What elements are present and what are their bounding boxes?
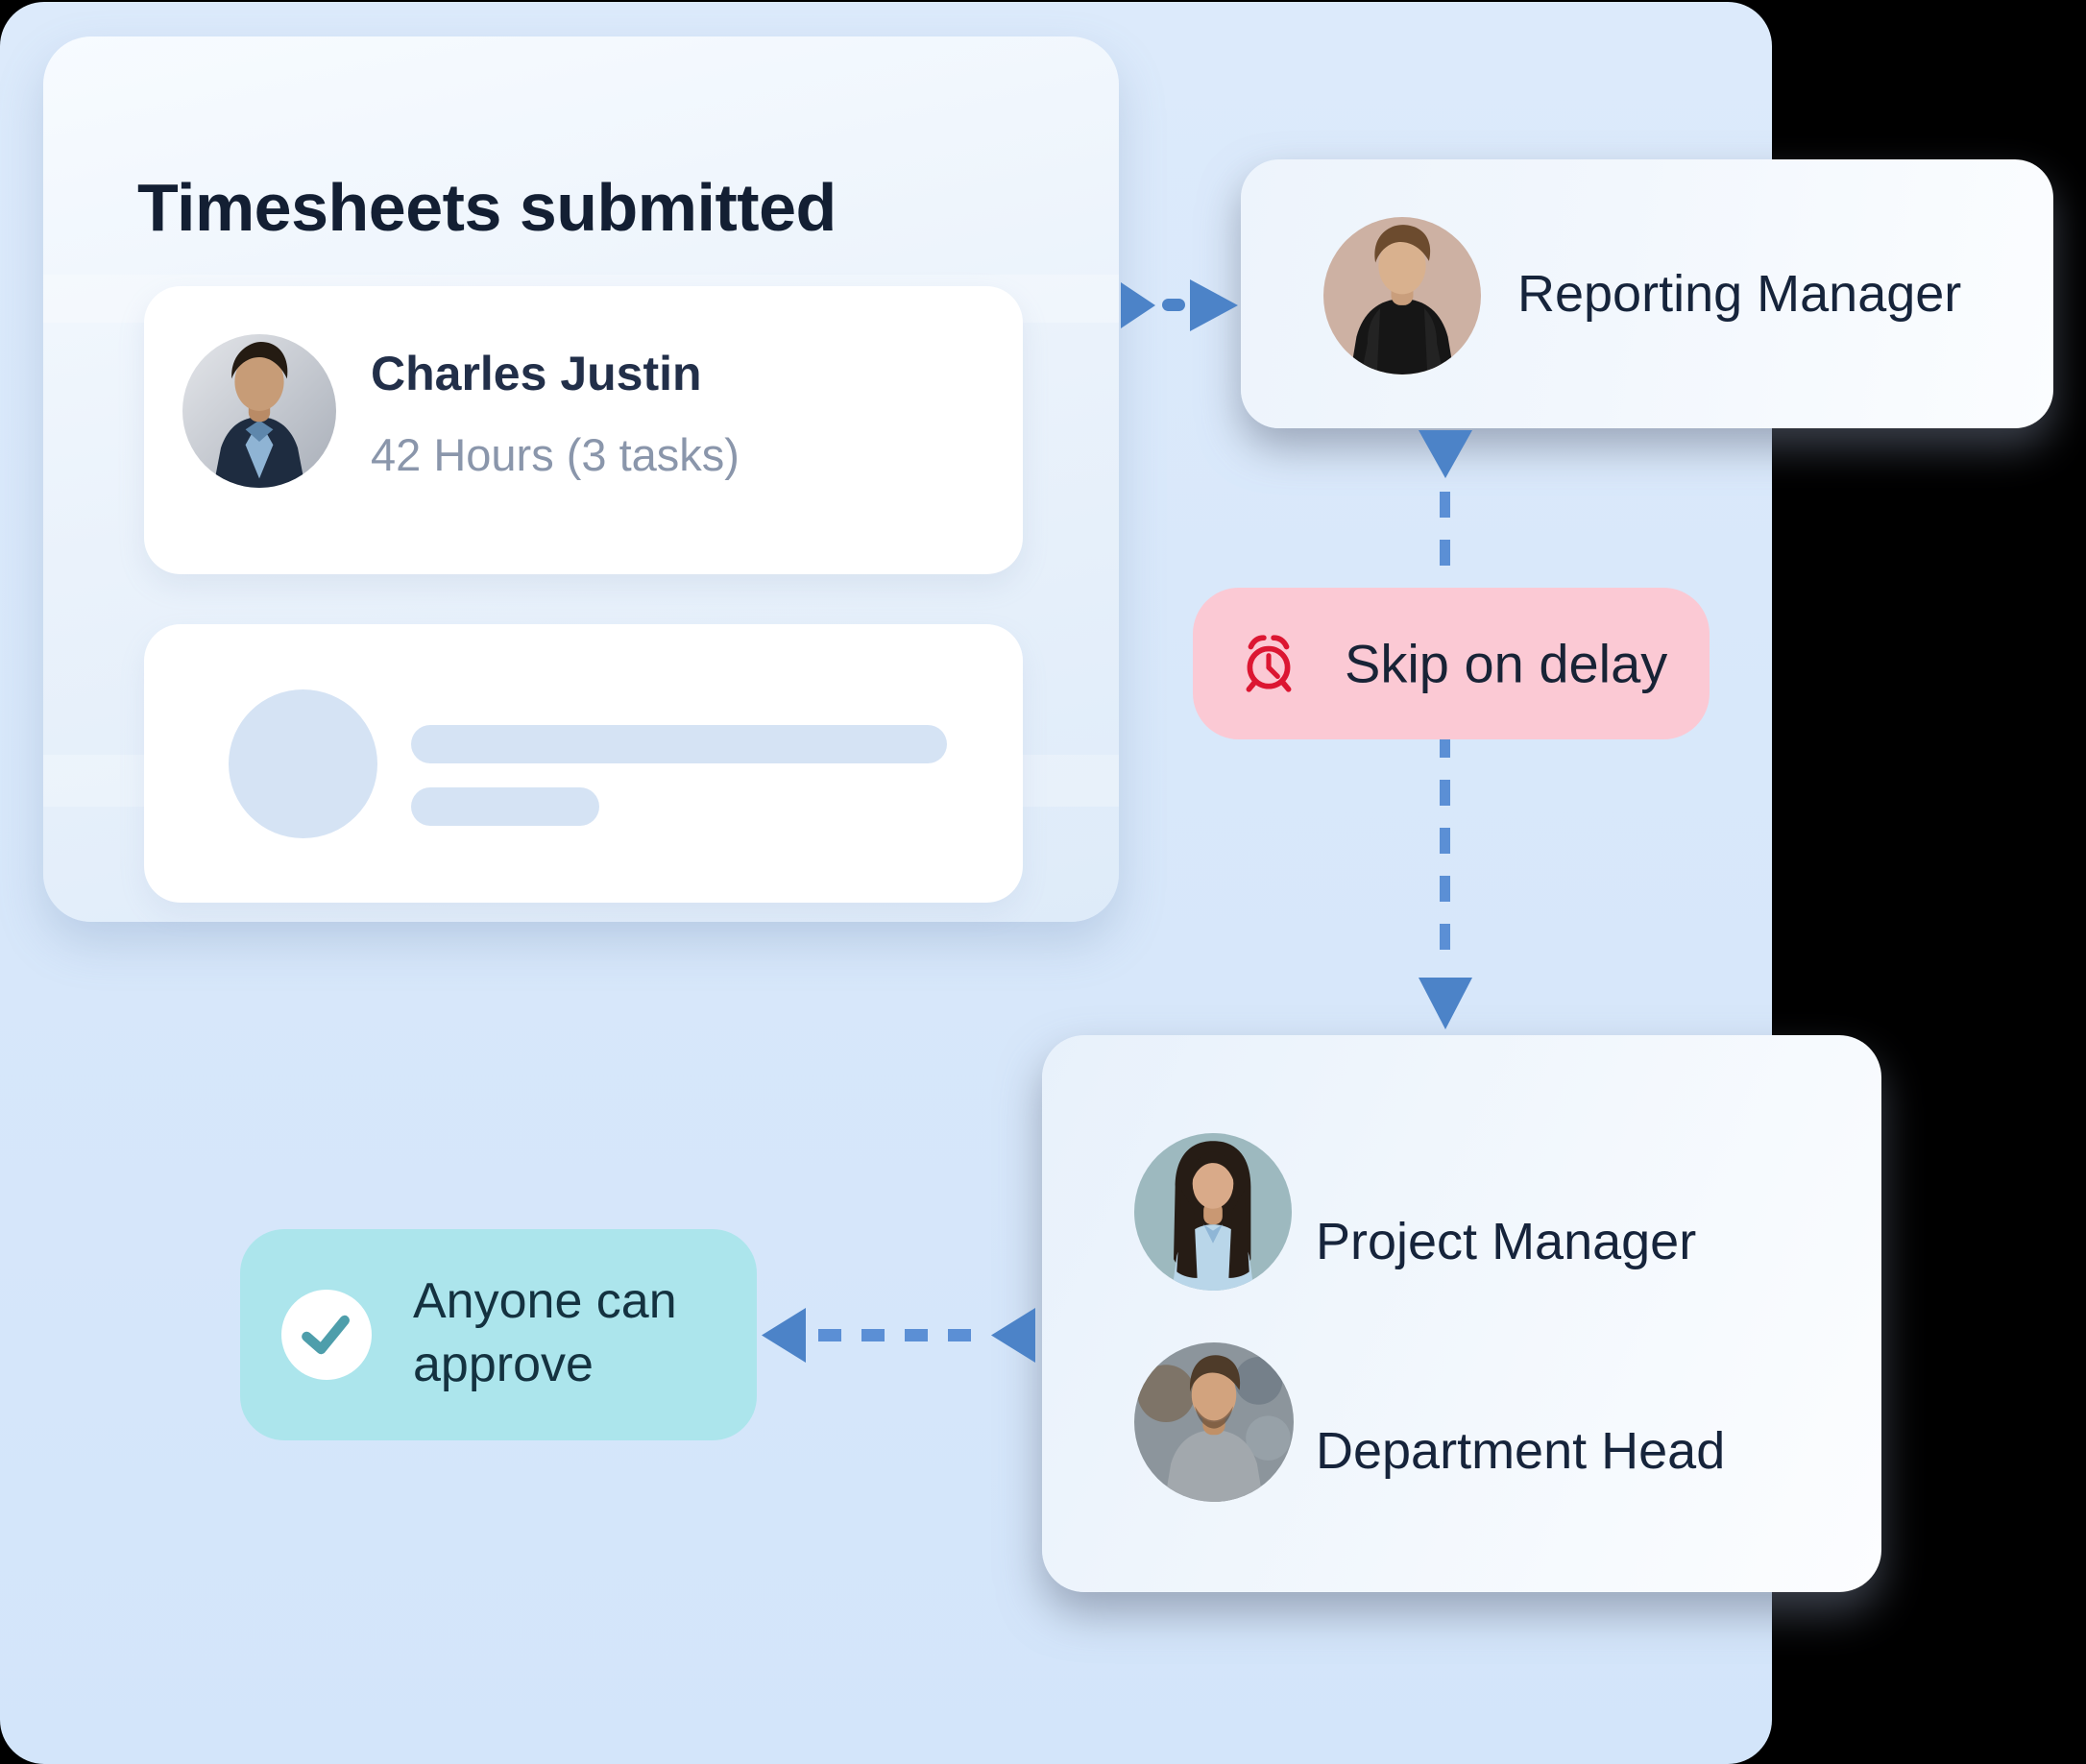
skeleton-avatar	[229, 689, 377, 838]
anyone-approve-line1: Anyone can	[413, 1273, 677, 1329]
skeleton-line-long	[411, 725, 947, 763]
avatar-department-head	[1134, 1342, 1294, 1502]
skip-delay-label: Skip on delay	[1345, 633, 1668, 694]
skeleton-line-short	[411, 787, 599, 826]
timesheet-panel: Timesheets submitted	[43, 36, 1119, 922]
approvers-card: Project Manager Department Head	[1042, 1035, 1881, 1592]
avatar-reporting-manager	[1323, 217, 1481, 375]
avatar-project-manager	[1134, 1133, 1292, 1291]
skeleton-card	[144, 624, 1023, 903]
employee-meta: 42 Hours (3 tasks)	[371, 429, 740, 480]
check-icon	[281, 1290, 372, 1380]
arrow-dash	[1162, 299, 1185, 311]
dashed-line-horizontal	[818, 1329, 983, 1341]
alarm-clock-icon	[1237, 632, 1300, 695]
department-head-label: Department Head	[1316, 1422, 1726, 1480]
project-manager-label: Project Manager	[1316, 1213, 1697, 1270]
avatar-charles-justin	[182, 334, 336, 488]
employee-card: Charles Justin 42 Hours (3 tasks)	[144, 286, 1023, 574]
panel-title: Timesheets submitted	[137, 170, 837, 245]
anyone-approve-label: Anyone can approve	[413, 1269, 677, 1396]
employee-name: Charles Justin	[371, 347, 702, 400]
anyone-approve-line2: approve	[413, 1337, 594, 1392]
reporting-manager-card: Reporting Manager	[1241, 159, 2053, 428]
skip-delay-badge: Skip on delay	[1193, 588, 1710, 739]
reporting-manager-label: Reporting Manager	[1517, 265, 1962, 323]
anyone-approve-badge: Anyone can approve	[240, 1229, 757, 1440]
